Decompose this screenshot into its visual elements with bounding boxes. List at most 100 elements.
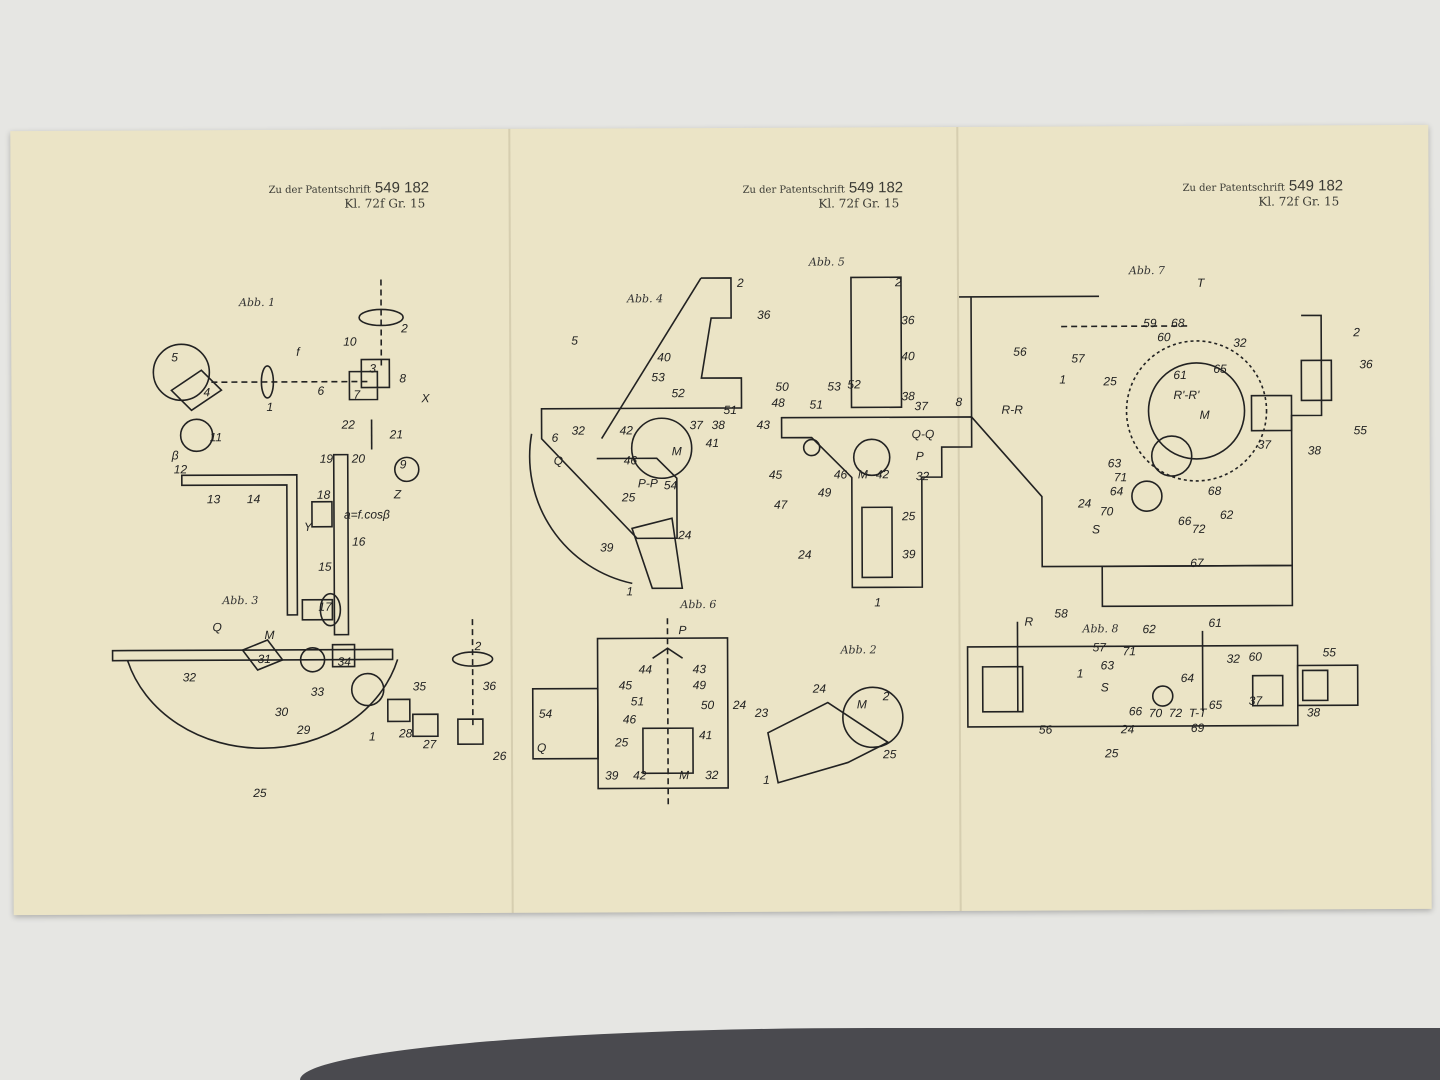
reference-numeral: M <box>1199 407 1210 422</box>
reference-numeral: 55 <box>1353 423 1368 438</box>
reference-numeral: 37 <box>1248 693 1263 708</box>
reference-numeral: 55 <box>1322 645 1336 660</box>
reference-numeral: 41 <box>705 436 720 451</box>
figure-title: Abb. 3 <box>222 594 259 608</box>
reference-numeral: 36 <box>1359 357 1373 372</box>
header-prefix: Zu der Patentschrift <box>268 184 371 196</box>
reference-numeral: 54 <box>538 706 553 721</box>
reference-numeral: 65 <box>1213 361 1227 376</box>
reference-numeral: 11 <box>209 430 223 445</box>
reference-numeral: 39 <box>902 547 916 562</box>
reference-numeral: 25 <box>1103 374 1117 389</box>
figure-title: Abb. 7 <box>1128 264 1165 278</box>
reference-numeral: 32 <box>1226 651 1241 666</box>
reference-numeral: 1 <box>626 584 634 599</box>
reference-numeral: 18 <box>316 487 331 502</box>
reference-numeral: 32 <box>1233 335 1247 350</box>
reference-numeral: 57 <box>1092 640 1106 655</box>
reference-numeral: 62 <box>1142 622 1156 637</box>
reference-numeral: 44 <box>638 662 653 677</box>
reference-numeral: 43 <box>756 417 770 432</box>
header-prefix: Zu der Patentschrift <box>742 184 845 196</box>
reference-numeral: 53 <box>827 379 841 394</box>
reference-numeral: 45 <box>768 467 783 482</box>
reference-numeral: 2 <box>882 689 890 704</box>
reference-numeral: 25 <box>901 509 916 524</box>
reference-numeral: 68 <box>1207 483 1222 498</box>
reference-numeral: 1 <box>368 729 376 744</box>
reference-numeral: 59 <box>1143 316 1157 331</box>
reference-numeral: 1 <box>1076 666 1084 681</box>
reference-numeral: 21 <box>389 427 404 442</box>
reference-numeral: 65 <box>1208 697 1223 712</box>
figure-5-drawing <box>780 276 973 589</box>
reference-numeral: 63 <box>1107 456 1122 471</box>
reference-numeral: 61 <box>1173 367 1187 383</box>
reference-numeral: 32 <box>182 670 197 685</box>
reference-numeral: 8 <box>399 371 407 386</box>
patent-class: Kl. 72f Gr. 15 <box>1258 194 1340 209</box>
reference-numeral: 38 <box>711 417 725 433</box>
reference-numeral: 32 <box>705 768 719 783</box>
reference-numeral: 37 <box>1257 437 1272 452</box>
figure-8-drawing <box>966 621 1359 728</box>
reference-numeral: 50 <box>700 698 715 713</box>
reference-numeral: 23 <box>754 705 769 720</box>
reference-numeral: 70 <box>1099 504 1114 519</box>
reference-numeral: R'-R' <box>1173 387 1200 403</box>
reference-numeral: 66 <box>1177 513 1192 529</box>
reference-numeral: 12 <box>173 462 188 477</box>
reference-numeral: S <box>1100 680 1109 695</box>
reference-numeral: 6 <box>551 430 559 445</box>
reference-numeral: 20 <box>351 451 366 466</box>
reference-numeral: 24 <box>798 547 812 562</box>
reference-numeral: 46 <box>622 712 637 727</box>
reference-numeral: 25 <box>614 735 629 750</box>
figure-title: Abb. 5 <box>808 255 845 269</box>
reference-numeral: 24 <box>732 697 747 712</box>
reference-numeral: 1 <box>874 595 882 610</box>
reference-numeral: a=f.cosβ <box>343 507 390 522</box>
reference-numeral: P <box>678 623 687 638</box>
reference-numeral: 49 <box>692 678 707 693</box>
figure-4-drawing <box>528 277 743 590</box>
reference-numeral: 71 <box>1113 470 1128 485</box>
reference-numeral: 37 <box>914 399 928 414</box>
figure-1-drawing <box>152 279 420 636</box>
reference-numeral: 38 <box>1307 443 1322 458</box>
reference-numeral: 57 <box>1071 351 1085 366</box>
reference-numeral: Q <box>553 453 564 468</box>
reference-numeral: 67 <box>1190 555 1204 570</box>
figure-title: Abb. 8 <box>1082 622 1119 636</box>
reference-numeral: 6 <box>317 383 325 398</box>
reference-numeral: 4 <box>203 385 211 400</box>
reference-numeral: 7 <box>353 387 361 402</box>
patent-number: 549 182 <box>374 179 430 197</box>
reference-numeral: 16 <box>352 534 366 549</box>
reference-numeral: M <box>857 467 868 482</box>
reference-numeral: 1 <box>266 399 274 414</box>
figure-7-drawing <box>959 295 1333 608</box>
reference-numeral: 40 <box>901 349 915 364</box>
reference-numeral: 41 <box>698 728 713 743</box>
reference-numeral: 51 <box>723 402 737 417</box>
reference-numeral: Q-Q <box>911 427 935 442</box>
reference-numeral: 2 <box>894 275 902 290</box>
reference-numeral: 30 <box>274 704 289 719</box>
reference-numeral: 34 <box>337 654 352 669</box>
reference-numeral: M <box>671 444 682 459</box>
reference-numeral: Z <box>393 487 402 502</box>
reference-numeral: 69 <box>1190 720 1205 735</box>
technical-drawings <box>111 276 1359 809</box>
reference-numeral: 52 <box>671 386 685 401</box>
reference-numeral: 32 <box>915 469 930 484</box>
reference-numeral: 48 <box>771 395 785 410</box>
reference-numeral: 50 <box>775 379 789 394</box>
reference-numeral: 64 <box>1109 484 1124 499</box>
reference-numeral: 36 <box>901 313 915 328</box>
reference-numeral: 2 <box>736 275 744 290</box>
patent-class: Kl. 72f Gr. 15 <box>344 196 426 211</box>
